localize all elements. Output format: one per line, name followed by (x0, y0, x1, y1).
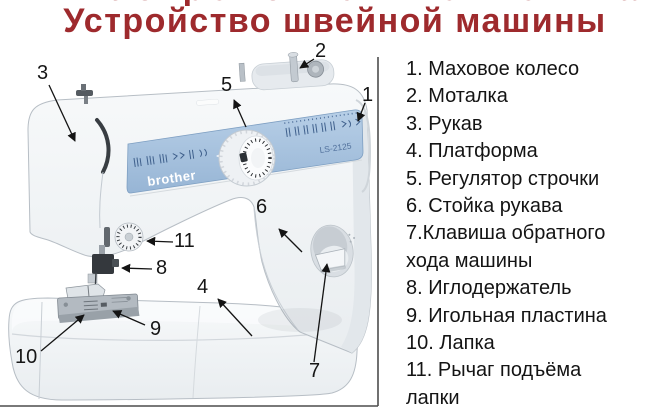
callout-number-7: 7 (309, 360, 321, 382)
stitch-patterns-left (133, 148, 207, 167)
thread-guide (76, 84, 93, 104)
legend-item-2: 2. Моталка (406, 85, 508, 108)
legend-item-3: 3. Рукав (406, 112, 483, 135)
callout-number-4: 4 (197, 276, 209, 298)
arrow-11 (146, 236, 174, 246)
arrow-3 (48, 84, 76, 142)
arrow-2 (299, 58, 315, 69)
top-deck (196, 52, 335, 106)
callout-number-10: 10 (15, 346, 38, 368)
callout-number-2: 2 (315, 40, 327, 62)
needle-clamp (92, 254, 114, 274)
arrow-8 (121, 263, 153, 273)
legend-item-4: 4. Платформа (406, 140, 538, 163)
callout-number-1: 1 (362, 84, 374, 106)
legend-item-7: 7.Клавиша обратного хода машины (406, 222, 606, 272)
parts-legend: 1. Маховое колесо 2. Моталка 3. Рукав 4.… (406, 56, 650, 412)
legend-item-5: 5. Регулятор строчки (406, 167, 600, 190)
legend-item-10: 10. Лапка (406, 332, 495, 355)
arrow-1 (356, 102, 366, 122)
callout-number-3: 3 (37, 62, 49, 84)
faceplate-seam (95, 118, 111, 174)
callout-number-6: 6 (256, 196, 268, 218)
callout-arrows (40, 58, 366, 363)
callout-number-9: 9 (150, 318, 162, 340)
callout-number-8: 8 (156, 257, 168, 279)
legend-item-8: 8. Иглодержатель (406, 277, 572, 300)
photo-border (0, 57, 379, 407)
legend-item-1: 1. Маховое колесо (406, 58, 580, 80)
arrow-10 (40, 314, 85, 352)
model-label: LS-2125 (319, 141, 352, 155)
presser-foot (65, 283, 106, 300)
stitch-dial (218, 129, 276, 187)
needle-bar (99, 245, 105, 257)
handwheel-edge (341, 110, 372, 353)
callout-number-11: 11 (174, 230, 195, 252)
brand-logo: brother (146, 167, 197, 189)
arrow-6 (278, 228, 303, 253)
legend-item-11: 11. Рычаг подъёма лапки (406, 359, 582, 409)
legend-item-6: 6. Стойка рукава (406, 195, 563, 218)
callout-number-5: 5 (221, 74, 233, 96)
legend-item-9: 9. Игольная пластина (406, 304, 607, 327)
presser-lifter-lever (104, 227, 110, 247)
page-title: Устройство швейной машины (63, 2, 607, 40)
cropped-title-artifact: Устройство швейной машины (0, 0, 650, 6)
arrow-7 (313, 263, 331, 363)
arrow-4 (217, 298, 253, 337)
needle-area (65, 222, 144, 300)
thread-guide-pin (238, 62, 246, 82)
arrow-5 (233, 99, 247, 128)
arrow-9 (112, 310, 146, 326)
